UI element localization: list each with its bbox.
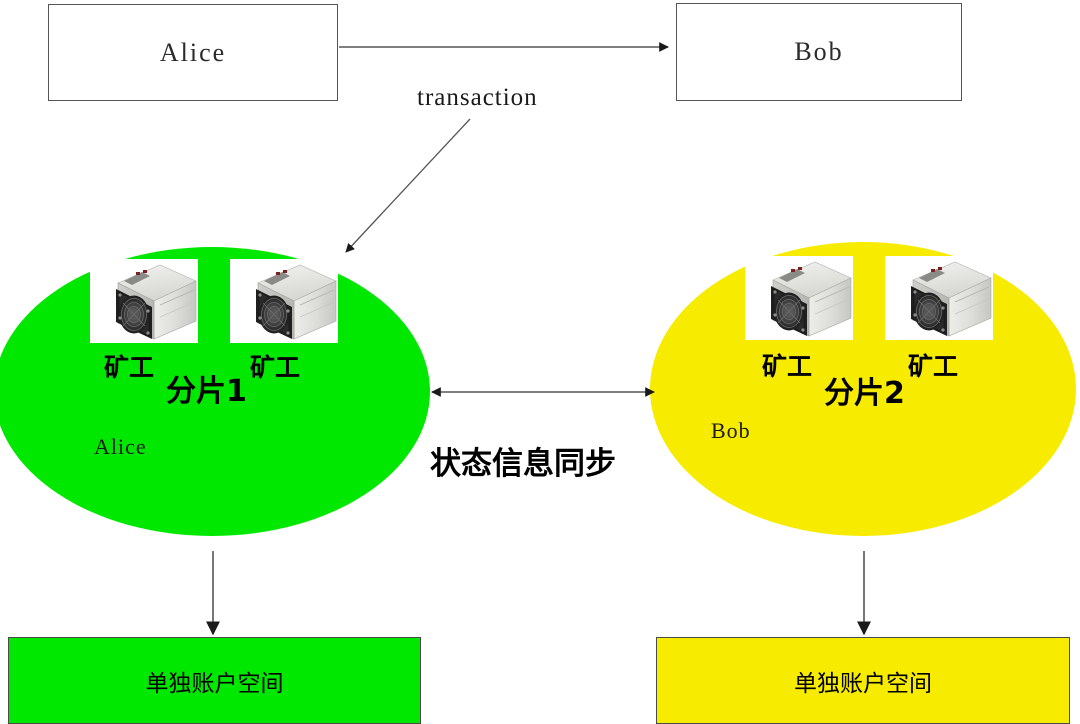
shard-2-account-space-box[interactable]: 单独账户空间	[656, 637, 1070, 724]
actor-box-bob[interactable]: Bob	[676, 3, 962, 101]
shard-1-ellipse[interactable]	[0, 247, 430, 536]
shard-2-account-space-label: 单独账户空间	[794, 670, 932, 697]
shard-1-owner: Alice	[94, 434, 147, 459]
arrow-transaction-to-shard1	[345, 118, 471, 253]
shard-2-ellipse[interactable]	[650, 242, 1076, 536]
shard-2-owner: Bob	[711, 418, 751, 443]
shard-1-miner-2-label: 矿工	[250, 353, 301, 382]
shard-2-name: 分片2	[824, 376, 905, 411]
actor-label-alice: Alice	[159, 37, 227, 67]
shard-2-miner-2-image	[885, 256, 993, 340]
shard-1-account-space-box[interactable]: 单独账户空间	[8, 637, 421, 724]
shard-2-miner-2-label: 矿工	[908, 352, 959, 381]
shard-1-name: 分片1	[166, 374, 247, 409]
actor-label-bob: Bob	[794, 37, 844, 66]
shard-1-account-space-label: 单独账户空间	[145, 670, 284, 697]
transaction-edge-label: transaction	[417, 84, 538, 111]
shard-2-miner-1-image	[745, 256, 853, 340]
sync-edge-label: 状态信息同步	[430, 446, 616, 482]
shard-1-miner-1-label: 矿工	[104, 353, 155, 382]
shard-1-miner-1-image	[90, 259, 198, 343]
shard-1-miner-2-image	[230, 259, 338, 343]
actor-box-alice[interactable]: Alice	[48, 4, 338, 101]
shard-2-miner-1-label: 矿工	[762, 352, 813, 381]
